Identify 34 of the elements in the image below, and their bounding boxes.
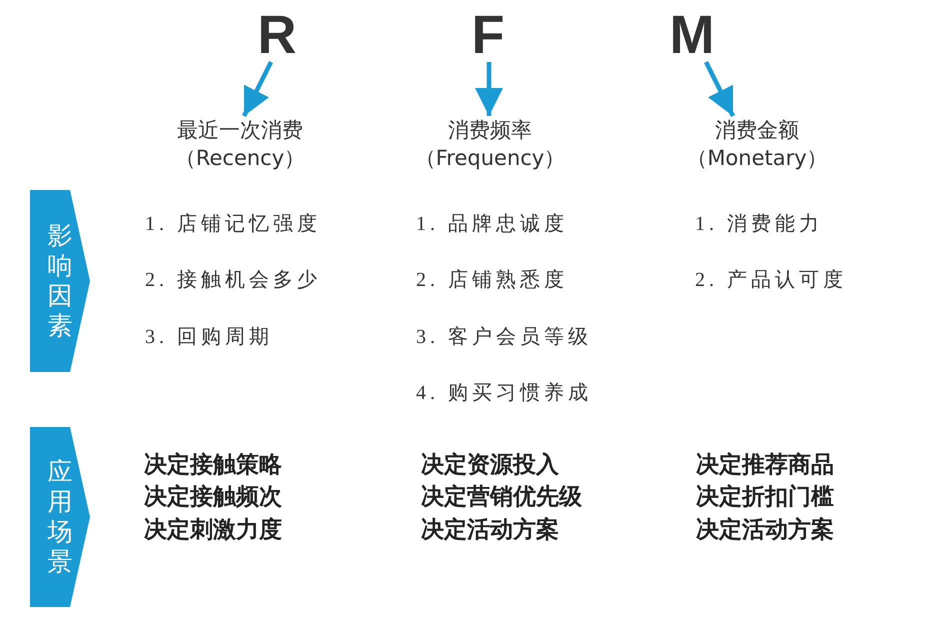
- column-heading: 消费频率: [447, 117, 533, 144]
- column-subheading: （Monetary）: [686, 145, 828, 172]
- bold-line: 决定推荐商品: [696, 451, 834, 480]
- arrow: [242, 61, 274, 117]
- list-item: 1. 消费能力: [695, 212, 823, 237]
- tab-label: 影响因素: [48, 221, 72, 341]
- bold-line: 决定活动方案: [696, 516, 834, 545]
- list-item: 3. 回购周期: [145, 325, 273, 350]
- list-item: 1. 店铺记忆强度: [145, 212, 321, 237]
- bold-line: 决定活动方案: [421, 516, 559, 545]
- column-heading: 消费金额: [714, 117, 800, 144]
- letter-heading: F: [472, 8, 504, 62]
- letter-heading: M: [670, 8, 714, 62]
- list-item: 2. 产品认可度: [695, 268, 847, 293]
- column-subheading: （Recency）: [174, 145, 306, 172]
- bold-line: 决定折扣门槛: [696, 483, 834, 512]
- bold-line: 决定接触策略: [144, 451, 282, 480]
- tab-label: 应用场景: [48, 457, 72, 577]
- column-heading: 最近一次消费: [176, 117, 304, 144]
- list-item: 1. 品牌忠诚度: [416, 212, 568, 237]
- list-item: 4. 购买习惯养成: [416, 381, 592, 406]
- list-item: 2. 接触机会多少: [145, 268, 321, 293]
- list-item: 2. 店铺熟悉度: [416, 268, 568, 293]
- pentagon-tab: [30, 427, 90, 607]
- pentagon-tab: [30, 190, 90, 372]
- list-item: 3. 客户会员等级: [416, 325, 592, 350]
- arrow: [704, 61, 736, 117]
- column-subheading: （Frequency）: [414, 145, 566, 172]
- bold-line: 决定营销优先级: [421, 483, 582, 512]
- bold-line: 决定接触频次: [144, 483, 282, 512]
- letter-heading: R: [258, 8, 296, 62]
- arrow: [475, 62, 503, 116]
- bold-line: 决定资源投入: [421, 451, 559, 480]
- bold-line: 决定刺激力度: [144, 516, 282, 545]
